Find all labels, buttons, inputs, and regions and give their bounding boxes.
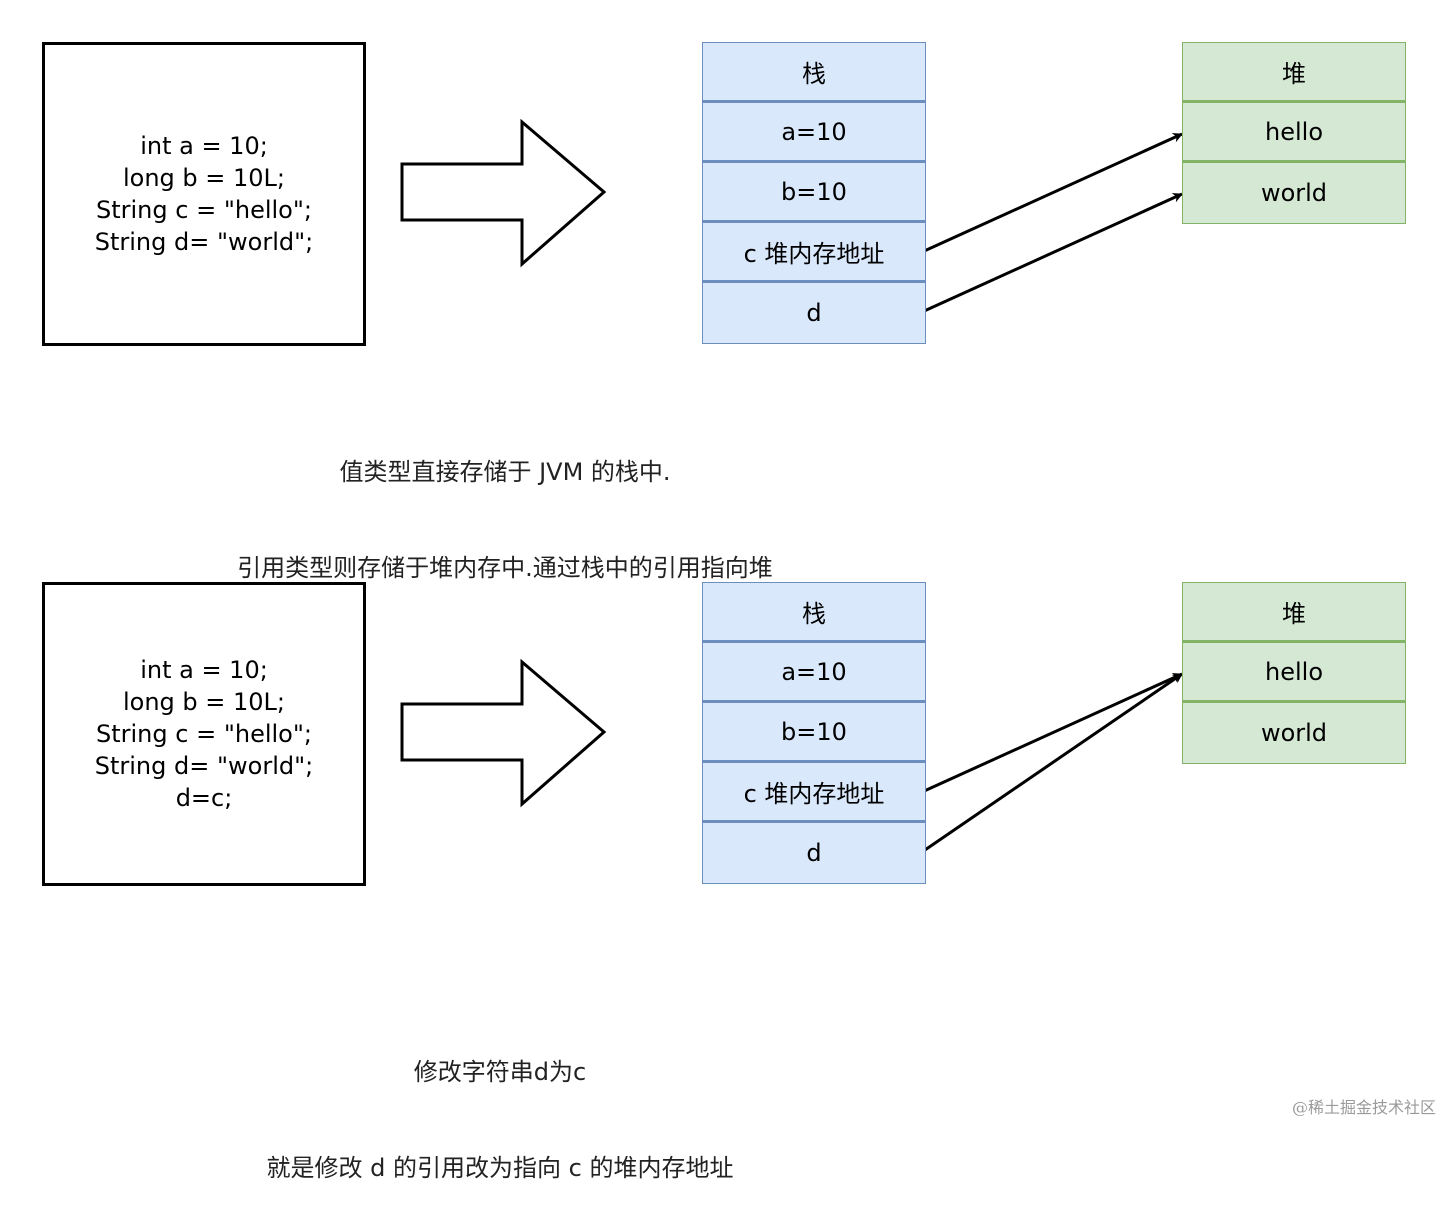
stack-title: 栈 [703, 583, 925, 643]
reference-arrow-c-to-hello-bottom [921, 672, 1183, 794]
transform-arrow-top [400, 118, 607, 268]
caption-line: 就是修改 d 的引用改为指向 c 的堆内存地址 [266, 1154, 734, 1182]
heap-title: 堆 [1183, 43, 1405, 103]
reference-arrow-d-to-hello-bottom [921, 672, 1183, 854]
reference-arrow-d-to-world [921, 192, 1183, 314]
stack-title: 栈 [703, 43, 925, 103]
code-line: int a = 10; [140, 656, 268, 684]
heap-table-bottom: 堆 hello world [1182, 582, 1406, 764]
code-line: d=c; [175, 784, 233, 812]
heap-cell-hello: hello [1183, 643, 1405, 703]
reference-arrow-c-to-hello [921, 132, 1183, 254]
code-line: long b = 10L; [122, 164, 286, 192]
caption-line: 值类型直接存储于 JVM 的栈中. [339, 458, 671, 486]
stack-cell-b: b=10 [703, 703, 925, 763]
heap-cell-world: world [1260, 719, 1328, 747]
code-line: String d= "world"; [94, 228, 314, 256]
caption-bottom: 修改字符串d为c 就是修改 d 的引用改为指向 c 的堆内存地址 [190, 992, 810, 1216]
stack-cell-a: a=10 [703, 643, 925, 703]
stack-cell-a: a=10 [703, 103, 925, 163]
code-box-bottom: int a = 10; long b = 10L; String c = "he… [42, 582, 366, 886]
code-line: int a = 10; [140, 132, 268, 160]
stack-cell-d: d [806, 839, 822, 867]
caption-top: 值类型直接存储于 JVM 的栈中. 引用类型则存储于堆内存中.通过栈中的引用指向… [150, 392, 860, 616]
transform-arrow-bottom [400, 658, 607, 808]
code-line: String d= "world"; [94, 752, 314, 780]
heap-table-top: 堆 hello world [1182, 42, 1406, 224]
stack-cell-d: d [806, 299, 822, 327]
caption-line: 引用类型则存储于堆内存中.通过栈中的引用指向堆 [237, 554, 773, 582]
code-line: long b = 10L; [122, 688, 286, 716]
stack-cell-b: b=10 [703, 163, 925, 223]
stack-cell-c: c 堆内存地址 [703, 763, 925, 823]
code-line: String c = "hello"; [96, 720, 312, 748]
code-box-top: int a = 10; long b = 10L; String c = "he… [42, 42, 366, 346]
stack-table-top: 栈 a=10 b=10 c 堆内存地址 d [702, 42, 926, 344]
heap-cell-world: world [1260, 179, 1328, 207]
heap-title: 堆 [1183, 583, 1405, 643]
heap-cell-hello: hello [1183, 103, 1405, 163]
caption-line: 修改字符串d为c [413, 1058, 587, 1086]
stack-cell-c: c 堆内存地址 [703, 223, 925, 283]
watermark: @稀土掘金技术社区 [1291, 1098, 1436, 1117]
diagram-canvas [400, 118, 1183, 854]
code-line: String c = "hello"; [96, 196, 312, 224]
stack-table-bottom: 栈 a=10 b=10 c 堆内存地址 d [702, 582, 926, 884]
